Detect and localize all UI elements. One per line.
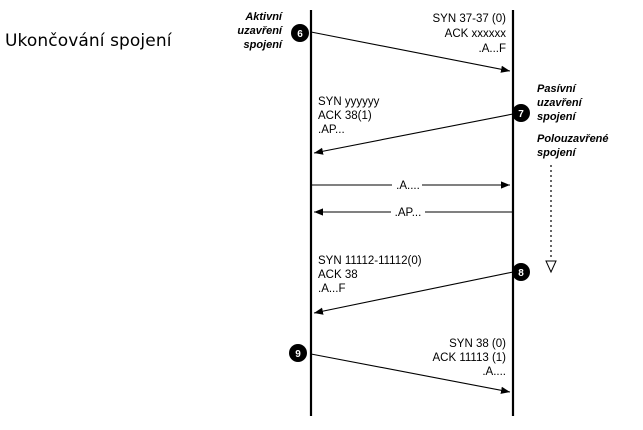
svg-text:SYN yyyyyy: SYN yyyyyy	[318, 96, 380, 108]
message-label-3: .A....	[396, 180, 420, 192]
svg-text:.A....: .A....	[482, 366, 506, 378]
svg-text:ACK 38: ACK 38	[318, 269, 358, 281]
step-badge-7: 7	[512, 104, 530, 122]
svg-text:SYN 37-37 (0): SYN 37-37 (0)	[432, 13, 506, 25]
svg-text:ACK 11113 (1): ACK 11113 (1)	[432, 352, 506, 364]
svg-text:Aktivní: Aktivní	[244, 11, 284, 23]
svg-text:SYN 11112-11112(0): SYN 11112-11112(0)	[318, 255, 422, 267]
message-label-6: SYN 38 (0) ACK 11113 (1) .A....	[432, 338, 506, 378]
step-badge-9: 9	[289, 344, 307, 362]
message-arrow-5	[313, 271, 514, 315]
svg-text:.A...F: .A...F	[479, 43, 506, 55]
svg-text:uzavření: uzavření	[237, 25, 284, 37]
message-label-1: SYN 37-37 (0) ACK xxxxxx .A...F	[432, 13, 506, 55]
step-badge-8: 8	[512, 263, 530, 281]
half-closed-label: Polouzavřené spojení	[537, 133, 609, 159]
svg-text:9: 9	[295, 349, 301, 360]
message-label-5: SYN 11112-11112(0) ACK 38 .A...F	[318, 255, 422, 295]
svg-text:ACK 38(1): ACK 38(1)	[318, 110, 372, 122]
svg-text:spojení: spojení	[537, 111, 577, 123]
message-arrow-6	[310, 353, 511, 394]
half-closed-open-arrowhead	[545, 260, 557, 274]
svg-text:.A...F: .A...F	[318, 283, 345, 295]
svg-text:ACK xxxxxx: ACK xxxxxx	[445, 28, 507, 40]
active-close-label: Aktivní uzavření spojení	[237, 11, 284, 51]
step-badge-6: 6	[291, 24, 309, 42]
message-label-4: .AP...	[395, 207, 422, 219]
page-title: Ukončování spojení	[5, 31, 172, 51]
svg-text:uzavření: uzavření	[537, 97, 584, 109]
message-arrow-1	[310, 31, 511, 73]
svg-text:Pasívní: Pasívní	[537, 83, 577, 95]
svg-text:spojení: spojení	[243, 39, 283, 51]
svg-text:SYN 38 (0): SYN 38 (0)	[449, 338, 506, 350]
message-label-2: SYN yyyyyy ACK 38(1) .AP...	[318, 96, 380, 136]
svg-text:Polouzavřené: Polouzavřené	[537, 133, 609, 145]
svg-text:.AP...: .AP...	[318, 124, 345, 136]
svg-text:8: 8	[518, 268, 524, 279]
svg-text:6: 6	[297, 29, 303, 40]
svg-text:spojení: spojení	[537, 147, 577, 159]
message-arrow-2	[313, 113, 514, 155]
passive-close-label: Pasívní uzavření spojení	[537, 83, 584, 123]
svg-text:7: 7	[518, 109, 524, 120]
